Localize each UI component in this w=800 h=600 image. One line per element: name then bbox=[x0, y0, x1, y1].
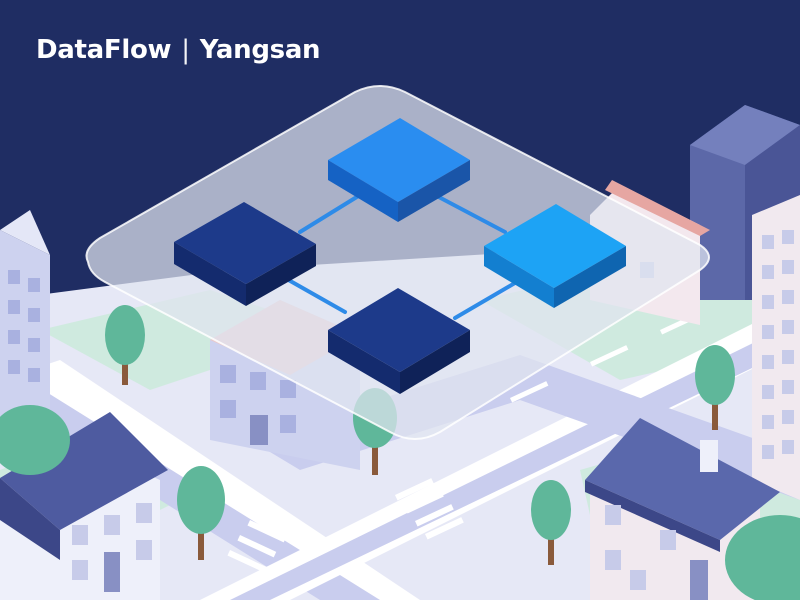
brand-city: Yangsan bbox=[199, 35, 321, 65]
tree-icon bbox=[105, 305, 145, 385]
tree-icon bbox=[0, 405, 70, 475]
building-icon bbox=[752, 195, 800, 500]
sidewalk bbox=[200, 300, 800, 600]
building-icon bbox=[0, 210, 50, 420]
crosswalk bbox=[227, 478, 464, 573]
brand-separator: | bbox=[181, 35, 190, 65]
network-link bbox=[298, 193, 362, 234]
tree-icon bbox=[725, 515, 800, 600]
network-node bbox=[484, 204, 626, 308]
house-icon bbox=[585, 418, 780, 600]
tree-icon bbox=[177, 466, 225, 560]
tree-icon bbox=[531, 480, 571, 565]
tree-icon bbox=[695, 345, 735, 430]
network-node bbox=[174, 202, 316, 306]
network-platform bbox=[85, 85, 710, 440]
brand-name: DataFlow bbox=[36, 35, 172, 65]
road bbox=[230, 320, 800, 600]
network-link bbox=[283, 276, 347, 314]
network-node bbox=[328, 288, 470, 394]
network-link bbox=[453, 278, 522, 320]
house-icon bbox=[0, 412, 168, 600]
network-link bbox=[433, 193, 507, 234]
network-diagram-icon bbox=[283, 193, 522, 320]
brand-title: DataFlow | Yangsan bbox=[36, 30, 321, 70]
network-node bbox=[328, 118, 470, 222]
